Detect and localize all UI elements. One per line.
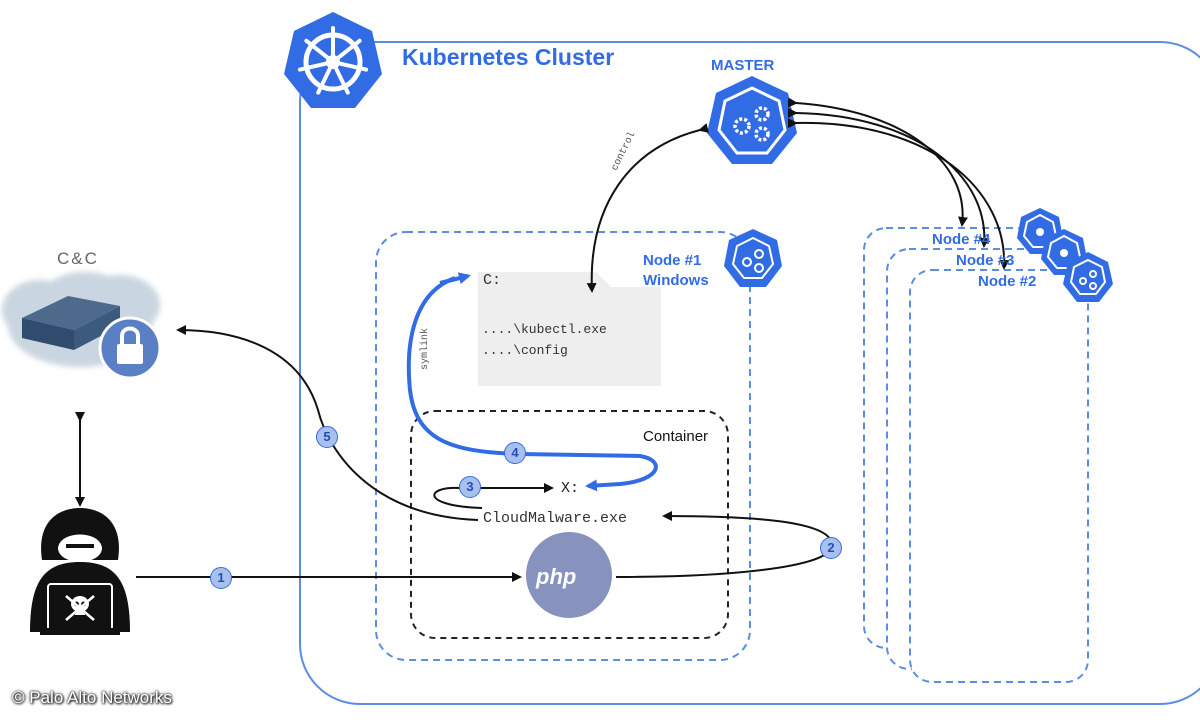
container-boundary — [410, 410, 729, 639]
control-arrow — [586, 123, 709, 293]
node2-label: Node #2 — [978, 273, 1037, 290]
symlink-arrow-label: symlink — [420, 327, 431, 370]
step-3-badge: 3 — [459, 476, 481, 498]
master-node4-arrow — [787, 97, 968, 227]
node4-label: Node #4 — [932, 231, 991, 248]
master-label: MASTER — [711, 57, 775, 74]
cluster-boundary — [299, 41, 1200, 705]
node-icon — [1063, 252, 1113, 302]
php-label: php — [536, 564, 577, 589]
hacker-icon — [30, 508, 130, 635]
node2-boundary — [909, 269, 1089, 683]
step5-arrow — [176, 325, 479, 521]
master-node2-arrow — [787, 118, 1010, 270]
container-label: Container — [643, 428, 709, 445]
step-2-badge: 2 — [820, 537, 842, 559]
node3-label: Node #3 — [956, 252, 1015, 269]
skull-icon — [65, 595, 95, 621]
cluster-title: Kubernetes Cluster — [402, 44, 615, 70]
copyright-notice: © Palo Alto Networks — [12, 688, 172, 707]
step-1-badge: 1 — [210, 567, 232, 589]
step-5-badge: 5 — [316, 426, 338, 448]
x-drive-label: X: — [561, 480, 580, 497]
node1-name: Node #1 — [643, 252, 702, 269]
malware-label: CloudMalware.exe — [483, 510, 628, 527]
kubernetes-helm-icon — [284, 12, 382, 108]
kubectl-path: ....\kubectl.exe — [482, 322, 607, 337]
symlink-arrow-head-top — [439, 272, 471, 285]
c-drive-file-box — [478, 272, 661, 386]
cloud-server-icon — [2, 272, 160, 367]
lock-icon — [98, 316, 162, 380]
symlink-arrow — [406, 276, 658, 492]
step3-arrow — [433, 483, 554, 509]
step-4-badge: 4 — [504, 442, 526, 464]
master-gear-icon — [707, 76, 797, 164]
config-path: ....\config — [482, 343, 568, 358]
php-logo-icon — [526, 532, 612, 618]
master-node3-arrow — [787, 107, 990, 248]
node1-label: Node #1 Windows — [643, 251, 709, 291]
c-drive-label: C: — [483, 272, 502, 289]
node1-boundary — [375, 231, 751, 661]
cc-label: C&C — [57, 249, 99, 268]
node1-os: Windows — [643, 272, 709, 289]
node-icon — [724, 229, 782, 287]
step2-arrow — [615, 511, 834, 578]
